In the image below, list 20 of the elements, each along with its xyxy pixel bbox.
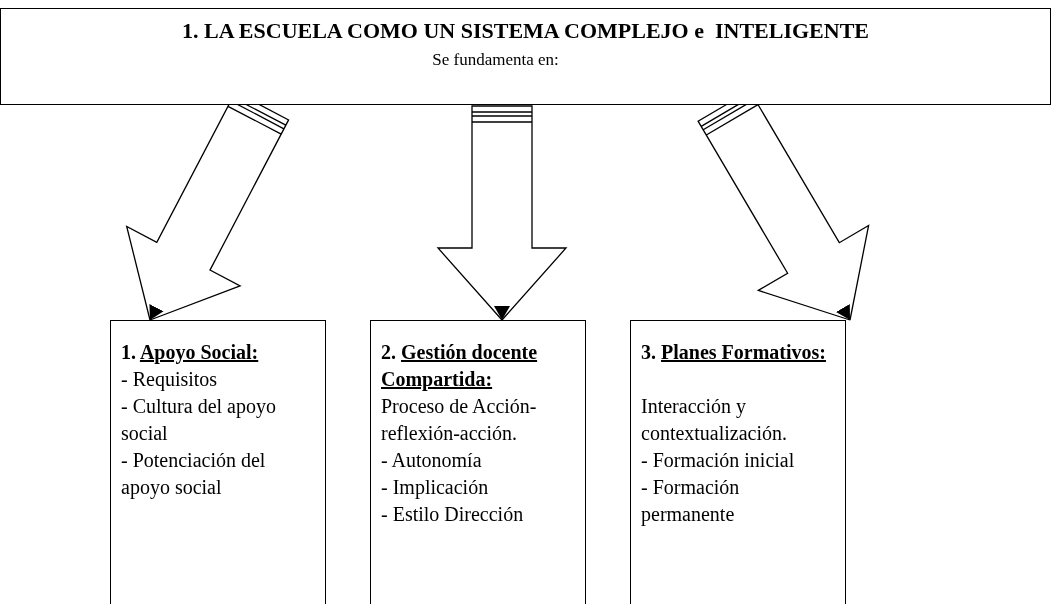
list-item: - Formación inicial bbox=[641, 448, 796, 473]
list-item: - Autonomía bbox=[381, 448, 483, 473]
title-box bbox=[0, 8, 1051, 105]
box-heading: 3. Planes Formativos: bbox=[641, 340, 827, 365]
content-box bbox=[630, 320, 846, 604]
list-item: - Potenciación del apoyo social bbox=[121, 448, 267, 501]
title: 1. LA ESCUELA COMO UN SISTEMA COMPLEJO e INTELIGENTE bbox=[182, 17, 869, 45]
list-item: - Estilo Dirección bbox=[381, 502, 525, 527]
list-item: Interacción y contextualización. bbox=[641, 394, 789, 446]
content-box bbox=[110, 320, 326, 604]
subtitle: Se fundamenta en: bbox=[432, 48, 559, 70]
list-item: Proceso de Acción-reflexión-acción. bbox=[381, 394, 538, 446]
list-item: - Formación permanente bbox=[641, 475, 741, 528]
box-heading: 1. Apoyo Social: bbox=[121, 340, 260, 366]
list-item: - Cultura del apoyo social bbox=[121, 394, 277, 446]
list-item: - Requisitos bbox=[121, 367, 219, 393]
content-box bbox=[370, 320, 586, 604]
list-item: - Implicación bbox=[381, 475, 490, 501]
box-heading: 2. Gestión docente Compartida: bbox=[381, 340, 539, 393]
block-arrow bbox=[437, 105, 568, 321]
